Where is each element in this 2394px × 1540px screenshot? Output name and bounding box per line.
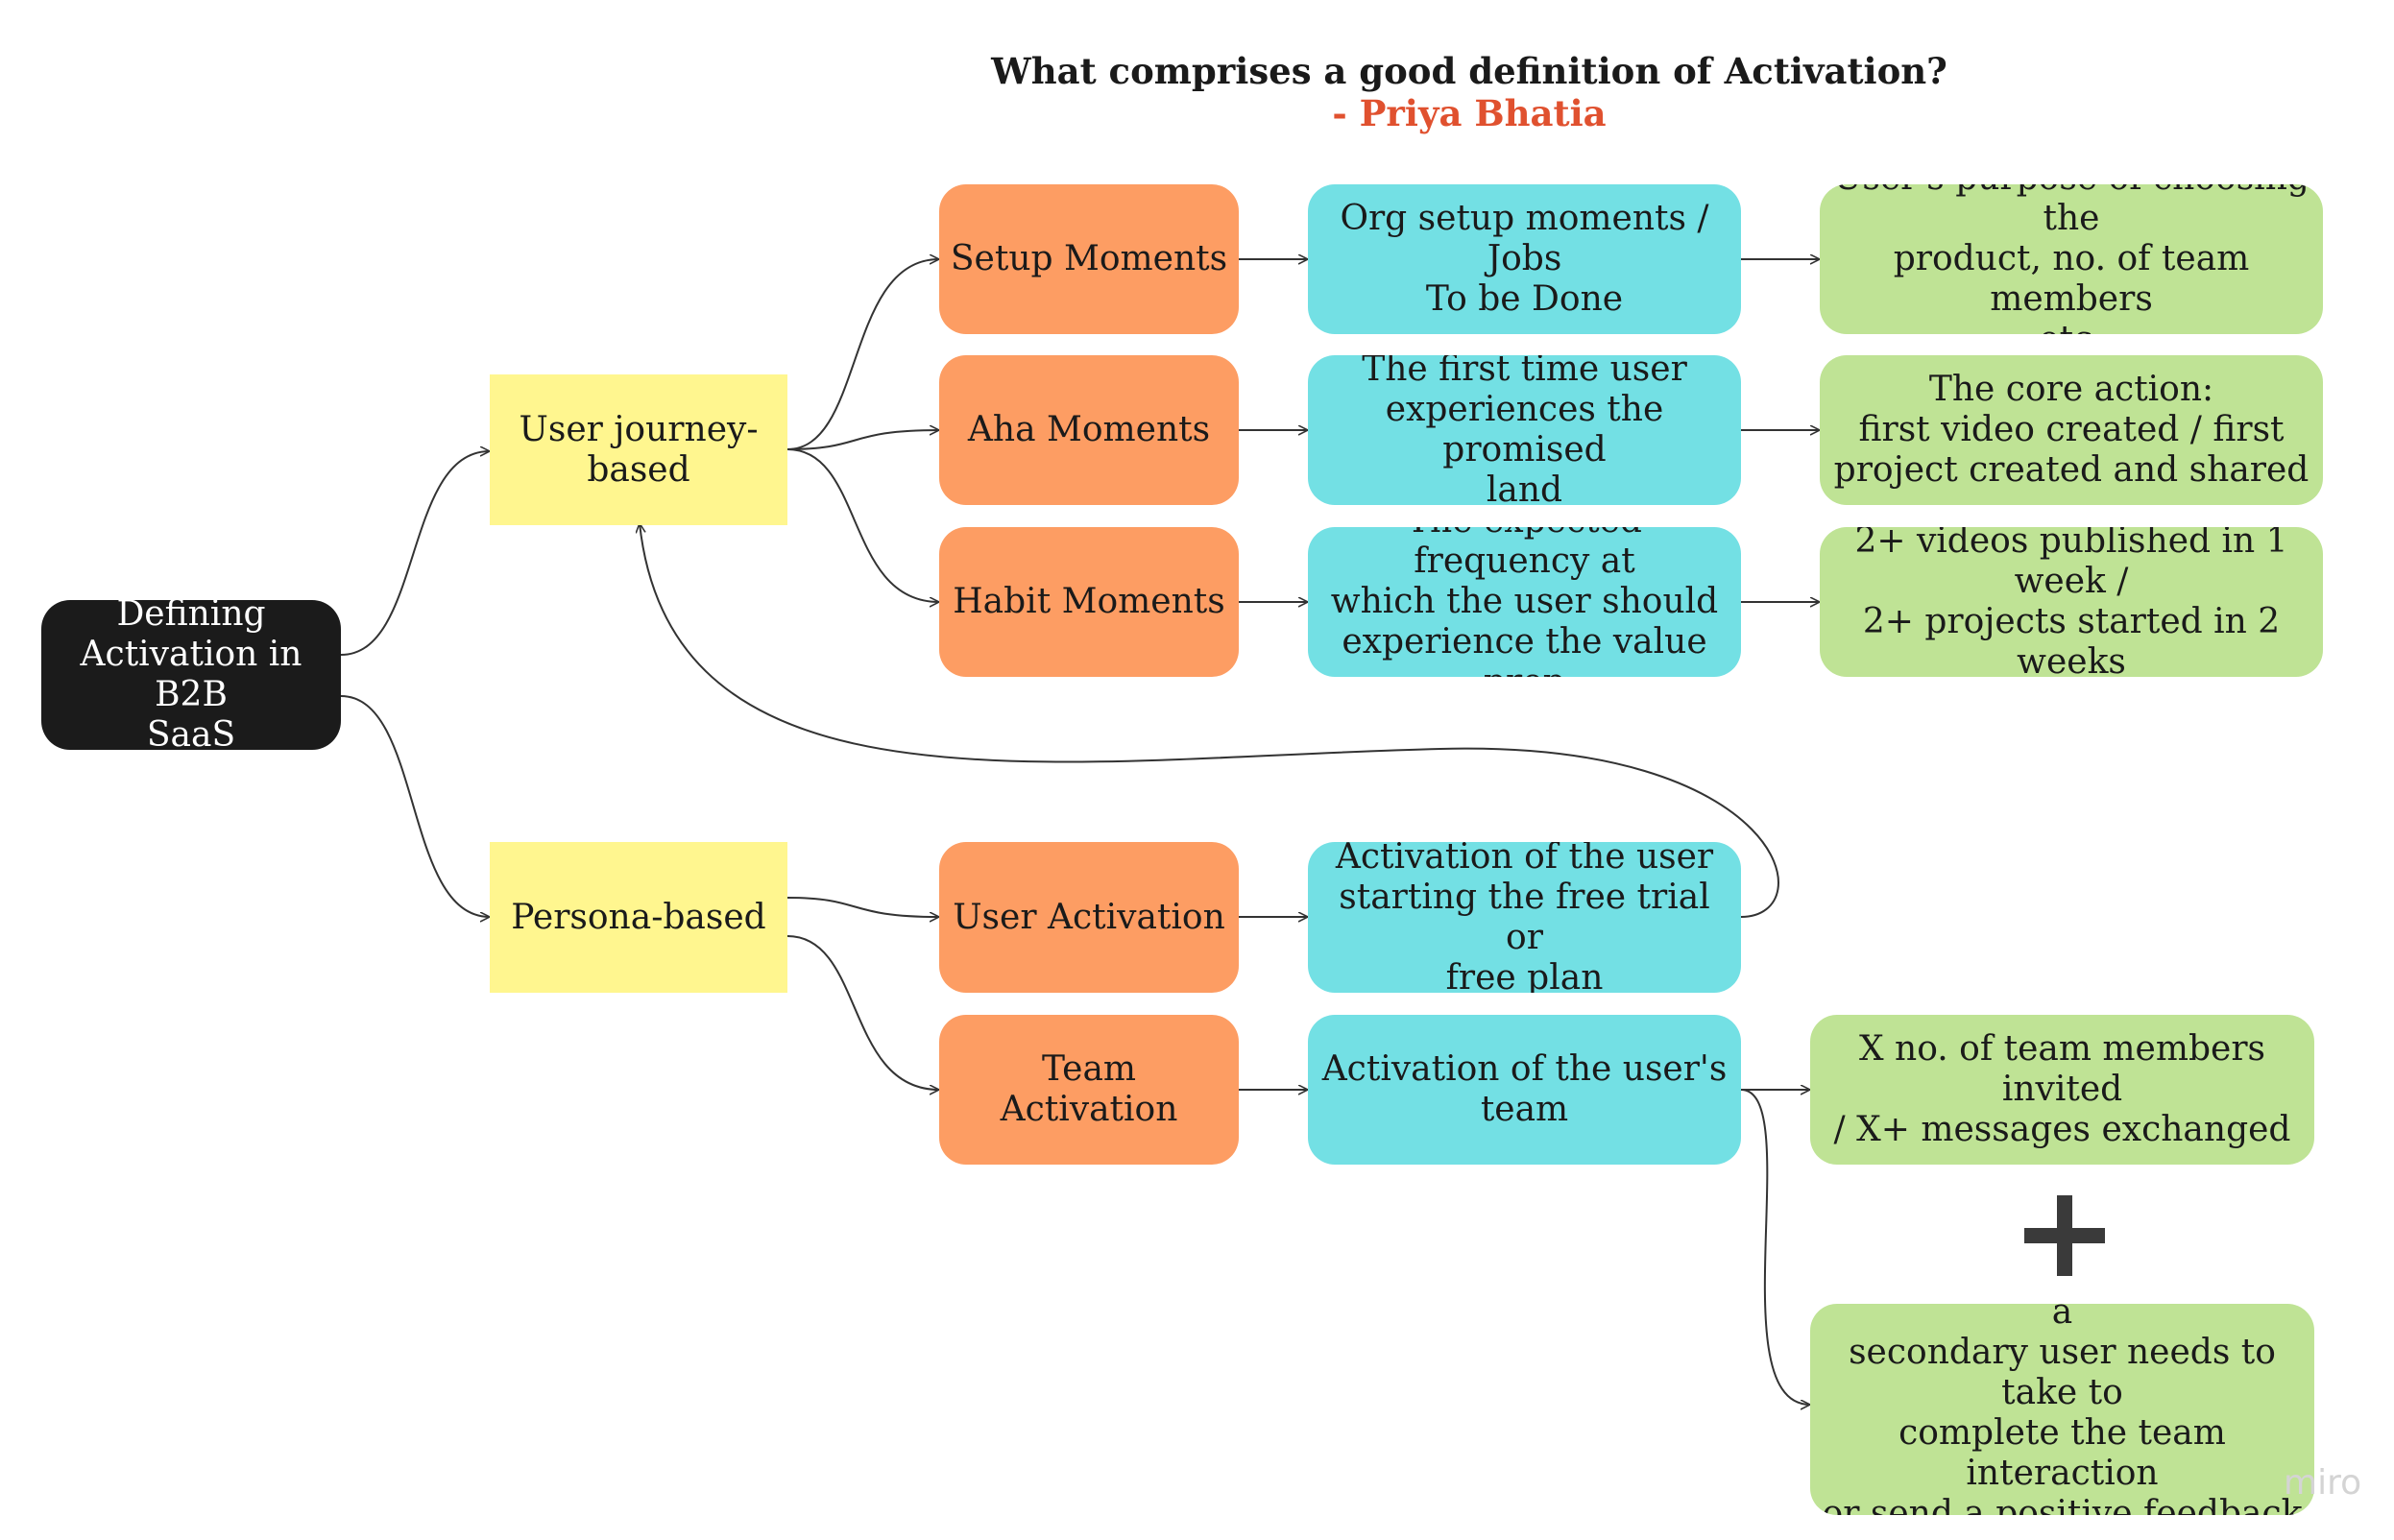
habit-example-node: 2+ videos published in 1 week / 2+ proje… [1820,527,2323,677]
edge-useractdef-journey-loop [640,523,1779,918]
setup-definition-node: Org setup moments / Jobs To be Done [1308,184,1741,334]
edge-persona-teamact [786,935,939,1090]
edge-journey-setup [786,259,939,450]
user-activation-definition-node: Activation of the user starting the free… [1308,842,1741,993]
user-activation-node: User Activation [939,842,1239,993]
author-name: - Priya Bhatia [1332,92,1607,134]
habit-definition-node: The expected frequency at which the user… [1308,527,1741,677]
persona-node: Persona-based [490,842,787,993]
edge-journey-aha [786,430,939,450]
edge-persona-useract [786,897,939,917]
team-example-node: X no. of team members invited / X+ messa… [1810,1015,2314,1165]
setup-example-node: User's purpose of choosing the product, … [1820,184,2323,334]
edge-root-journey [340,451,490,656]
aha-moments-node: Aha Moments [939,355,1239,505]
user-journey-node: User journey- based [490,374,787,525]
edge-journey-habit [786,448,939,602]
title-text: What comprises a good definition of Acti… [991,50,1947,92]
edge-teamactdef-teamex2 [1740,1089,1810,1405]
miro-watermark: miro [2284,1463,2362,1503]
team-activation-node: Team Activation [939,1015,1239,1165]
aha-definition-node: The first time user experiences the prom… [1308,355,1741,505]
aha-example-node: The core action: first video created / f… [1820,355,2323,505]
diagram-title: What comprises a good definition of Acti… [960,50,1978,134]
team-additional-example-node: Any additional action that a secondary u… [1810,1304,2314,1515]
edge-root-persona [340,695,490,917]
setup-moments-node: Setup Moments [939,184,1239,334]
team-activation-definition-node: Activation of the user's team [1308,1015,1741,1165]
root-node: Defining Activation in B2B SaaS [41,600,341,750]
plus-icon [2024,1195,2105,1276]
habit-moments-node: Habit Moments [939,527,1239,677]
